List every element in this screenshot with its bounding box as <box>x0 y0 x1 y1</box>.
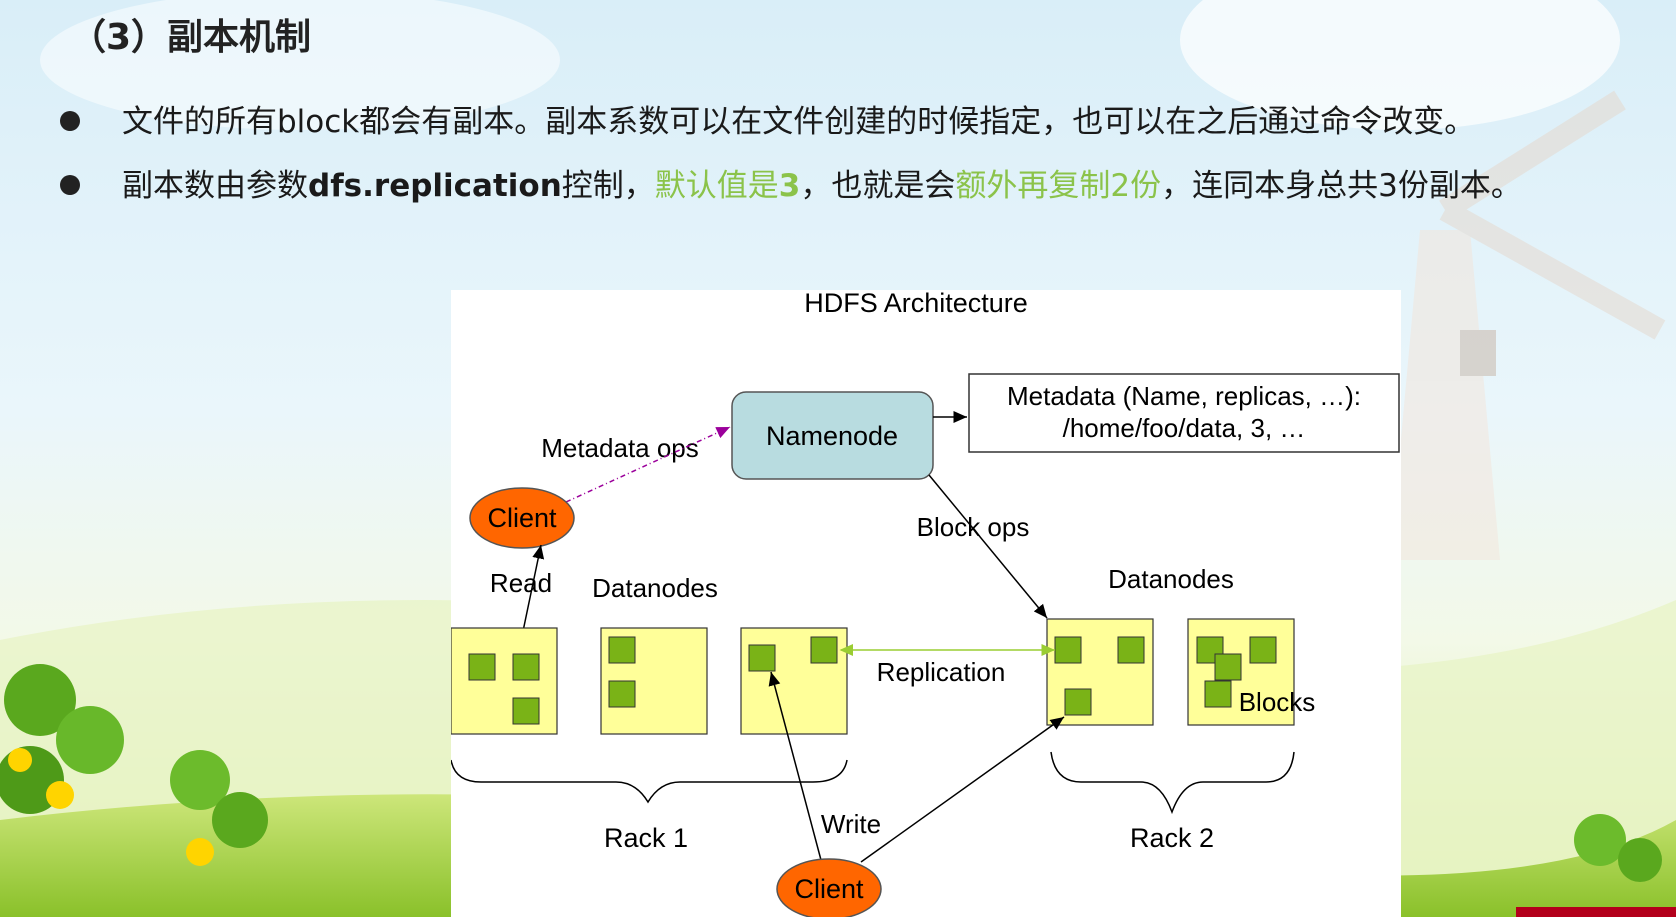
replication-label: Replication <box>877 657 1006 687</box>
metadata-ops-label: Metadata ops <box>541 433 699 463</box>
bullet-dot-icon <box>60 110 80 131</box>
bullet-dot-icon <box>60 174 80 195</box>
block-icon <box>512 653 540 681</box>
bullet-text-part: ，也就是会 <box>800 168 956 204</box>
block-ops-arrow <box>928 474 1048 619</box>
datanode-rack2-a <box>1046 618 1154 726</box>
namenode-label: Namenode <box>766 421 898 451</box>
corner-sticker <box>1516 907 1676 917</box>
block-icon <box>468 653 496 681</box>
clover-decoration <box>0 664 1662 882</box>
windmill-decoration <box>1390 90 1666 560</box>
hdfs-architecture-diagram: HDFS Architecture Namenode Metadata (Nam… <box>451 290 1401 917</box>
read-arrow <box>521 544 545 637</box>
client-bottom-label: Client <box>794 874 864 904</box>
metadata-box <box>968 373 1400 453</box>
metadata-line-2: /home/foo/data, 3, … <box>1063 413 1306 443</box>
rack2-label: Rack 2 <box>1130 823 1214 853</box>
bullet-item-1: 文件的所有block都会有副本。副本系数可以在文件创建的时候指定，也可以在之后通… <box>60 96 1475 141</box>
bullet-text-part: 控制， <box>561 168 655 204</box>
client-top-node <box>469 487 575 549</box>
read-label: Read <box>490 568 552 598</box>
diagram-title: HDFS Architecture <box>804 290 1028 318</box>
block-icon <box>1204 680 1232 708</box>
block-icon <box>810 636 838 664</box>
client-bottom-node <box>776 858 882 917</box>
rack1-brace <box>451 759 848 804</box>
param-name: dfs.replication <box>308 168 562 204</box>
client-top-label: Client <box>487 503 557 533</box>
blocks-label: Blocks <box>1239 687 1316 717</box>
bullet-text-part: 副本数由参数 <box>122 168 308 204</box>
bullet-text: 文件的所有block都会有副本。副本系数可以在文件创建的时候指定，也可以在之后通… <box>122 104 1476 140</box>
block-icon <box>1117 636 1145 664</box>
block-icon <box>1249 636 1277 664</box>
block-ops-label: Block ops <box>917 512 1030 542</box>
block-icon <box>608 680 636 708</box>
bullet-item-2: 副本数由参数dfs.replication控制，默认值是3，也就是会额外再复制2… <box>60 160 1522 205</box>
highlight-extra-copies: 额外再复制2份 <box>955 168 1162 204</box>
bullet-text-part: ，连同本身总共3份副本。 <box>1161 168 1522 204</box>
write-label: Write <box>821 809 881 839</box>
metadata-line-1: Metadata (Name, replicas, …): <box>1007 381 1361 411</box>
block-icon <box>512 697 540 725</box>
datanodes-right-label: Datanodes <box>1108 564 1234 594</box>
datanode-rack1-a <box>451 627 558 735</box>
section-title: （3）副本机制 <box>70 17 312 58</box>
block-icon <box>1064 688 1092 716</box>
datanodes-left-label: Datanodes <box>592 573 718 603</box>
rack2-brace <box>1050 751 1295 815</box>
rack1-label: Rack 1 <box>604 823 688 853</box>
block-icon <box>748 644 776 672</box>
highlight-default: 默认值是 <box>654 168 779 204</box>
write-arrow-rack1 <box>768 671 822 861</box>
block-icon <box>1054 636 1082 664</box>
block-icon <box>1214 653 1242 681</box>
block-icon <box>608 636 636 664</box>
highlight-default-value: 3 <box>778 168 801 204</box>
write-arrow-rack2 <box>860 716 1065 863</box>
namenode-box <box>731 391 934 480</box>
